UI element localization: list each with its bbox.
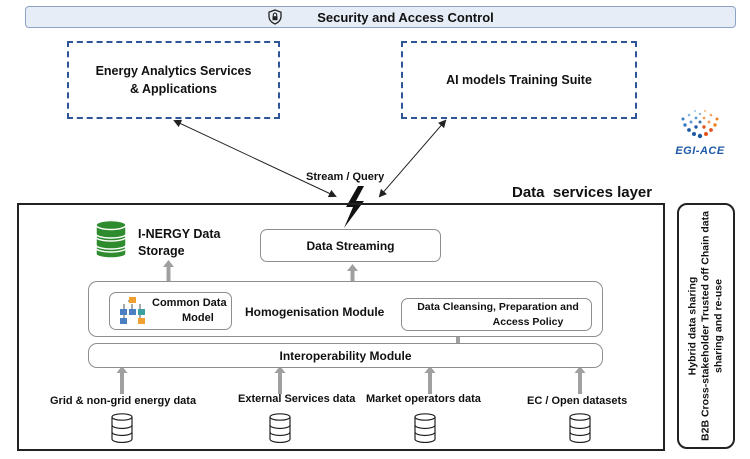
- storage-label: I-NERGY Data Storage: [138, 226, 220, 260]
- database-icon: [414, 413, 436, 448]
- source-label-market: Market operators data: [366, 393, 481, 405]
- stream-query-label: Stream / Query: [306, 171, 385, 183]
- interoperability-module-box: Interoperability Module: [88, 343, 603, 368]
- interoperability-module-label: Interoperability Module: [279, 348, 412, 363]
- security-access-control-bar: Security and Access Control: [25, 6, 736, 28]
- storage-label-line1: I-NERGY Data: [138, 227, 221, 241]
- common-data-model-label: Common Data Model: [152, 296, 227, 326]
- energy-analytics-line2: & Applications: [129, 82, 218, 96]
- database-icon: [111, 413, 133, 448]
- data-cleansing-box: [401, 298, 592, 331]
- common-data-model-icon: [116, 296, 148, 326]
- hybrid-data-sharing-panel: Hybrid data sharing B2B Cross-stakeholde…: [677, 203, 735, 449]
- data-services-layer-frame: [17, 203, 665, 451]
- homogenisation-module-label: Homogenisation Module: [245, 305, 385, 319]
- source-label-grid: Grid & non-grid energy data: [50, 395, 197, 407]
- egi-ace-logo-text: EGI-ACE: [675, 145, 725, 157]
- energy-analytics-box: Energy Analytics Services & Applications: [67, 41, 280, 119]
- source-label-external: External Services data: [238, 393, 356, 405]
- data-cleansing-line1: Data Cleansing, Preparation and: [417, 301, 579, 313]
- source-label-open: EC / Open datasets: [527, 395, 628, 407]
- ai-training-suite-label: AI models Training Suite: [446, 73, 592, 87]
- shield-lock-icon: [267, 9, 283, 25]
- data-cleansing-label: Data Cleansing, Preparation and Access P…: [408, 300, 588, 330]
- storage-label-line2: Storage: [138, 244, 185, 258]
- database-icon: [569, 413, 591, 448]
- lightning-bolt-icon: [344, 186, 364, 228]
- database-icon: [269, 413, 291, 448]
- egi-ace-logo: EGI-ACE: [662, 108, 738, 158]
- storage-database-icon: [94, 218, 128, 259]
- common-data-model-line2: Model: [182, 312, 214, 324]
- security-access-control-label: Security and Access Control: [317, 9, 494, 25]
- energy-analytics-line1: Energy Analytics Services: [95, 64, 252, 78]
- data-services-layer-title: Data services layer: [512, 184, 653, 201]
- ai-training-suite-box: AI models Training Suite: [401, 41, 637, 119]
- data-streaming-label: Data Streaming: [306, 238, 395, 253]
- data-cleansing-line2: Access Policy: [492, 316, 564, 328]
- common-data-model-line1: Common Data: [152, 297, 227, 309]
- data-streaming-box: Data Streaming: [260, 229, 441, 262]
